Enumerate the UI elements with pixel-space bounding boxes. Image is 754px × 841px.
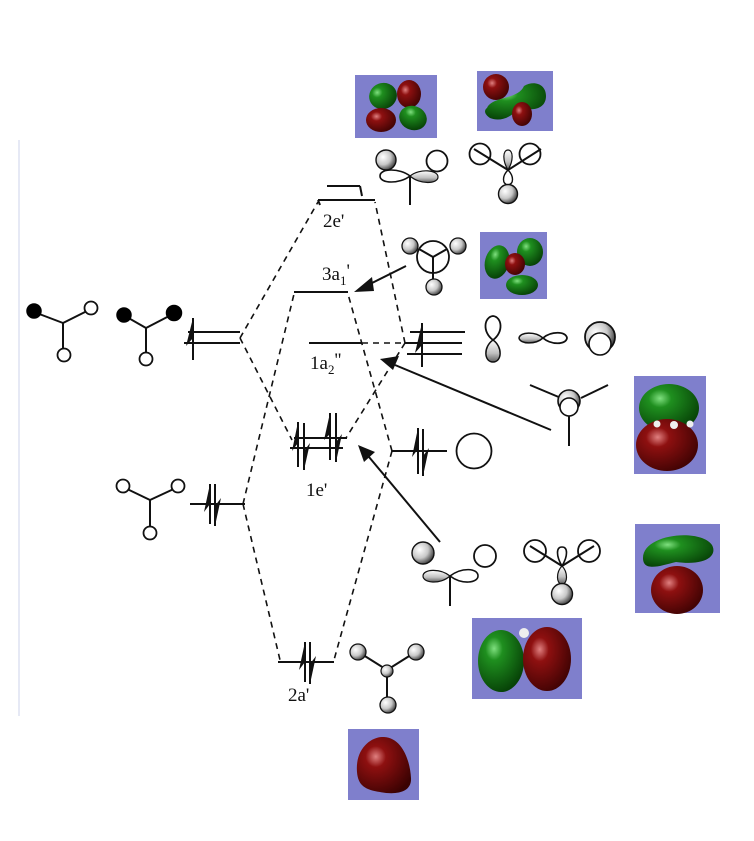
label-2a-prime: 2a' <box>288 685 309 706</box>
schematic-1a2 <box>529 384 609 446</box>
schematic-2a <box>349 643 425 714</box>
mo-isosurface-3a1 <box>480 232 547 299</box>
schematic-2e-a <box>375 149 449 205</box>
ligand-salc-e-icon-1 <box>26 300 99 363</box>
label-1e-prime: 1e' <box>306 480 327 501</box>
ligand-salc-e-icon-2 <box>116 304 183 367</box>
label-3a1-prime: 3a1' <box>322 261 350 288</box>
boron-2s-level <box>392 428 447 476</box>
mo-isosurface-1a2 <box>634 376 706 474</box>
mo-isosurface-2a <box>348 729 419 800</box>
pointer-arrow-1a2 <box>380 356 552 431</box>
boron-p-orbital-icons <box>484 315 616 363</box>
mo-isosurface-2e-a <box>355 75 437 138</box>
mo-2e-prime-level <box>317 185 375 206</box>
mo-isosurface-1e-a <box>472 618 582 699</box>
mo-1e-prime-level <box>290 413 347 470</box>
mo-isosurface-1e-b <box>635 524 720 614</box>
boron-2p-level <box>405 323 465 367</box>
mo-2a-prime-level <box>278 642 334 684</box>
mo-isosurface-2e-b <box>477 71 553 131</box>
electron-pair-arrows <box>204 484 221 526</box>
ligand-a1-level <box>190 484 245 526</box>
schematic-1e-a <box>411 541 497 606</box>
pointer-arrow-1e <box>358 445 441 543</box>
ligand-salc-a1-icon <box>115 478 186 541</box>
ligand-e-level <box>184 318 240 360</box>
schematic-1e-b <box>523 539 601 606</box>
boron-s-orbital-icon <box>455 432 493 470</box>
pointer-arrow-3a1 <box>354 265 407 292</box>
label-2e-prime: 2e' <box>323 211 344 232</box>
schematic-3a1 <box>401 237 467 296</box>
electron-up-arrow <box>186 318 194 360</box>
correlation-lines <box>239 201 406 661</box>
label-1a2-dprime: 1a2'' <box>310 350 341 377</box>
schematic-2e-b <box>468 142 542 205</box>
